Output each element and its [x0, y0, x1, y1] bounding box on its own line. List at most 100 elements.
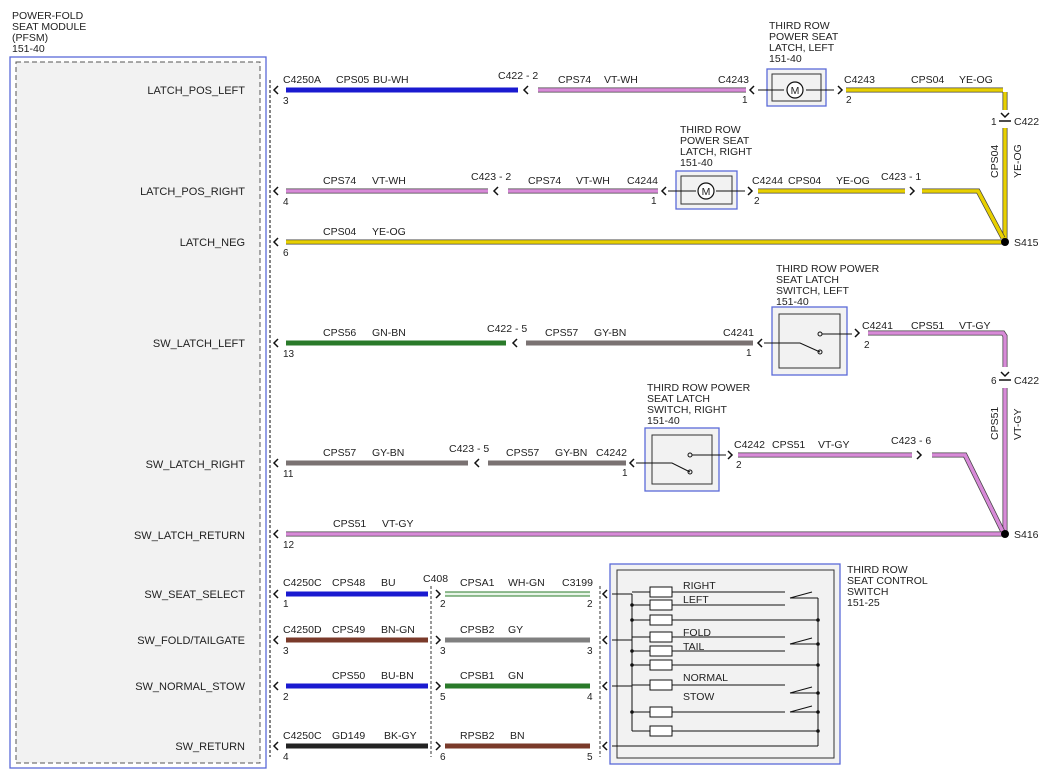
svg-text:2: 2 — [283, 692, 289, 703]
svg-text:CPS50: CPS50 — [332, 670, 365, 682]
svg-text:C4244: C4244 — [627, 175, 658, 187]
svg-text:C408: C408 — [423, 573, 448, 585]
svg-text:CPS05: CPS05 — [336, 74, 369, 86]
ctrl-left-label: LEFT — [683, 594, 709, 606]
svg-text:6: 6 — [440, 752, 446, 763]
svg-text:CPS04: CPS04 — [323, 226, 356, 238]
wire-cps51-a-outline — [868, 330, 1008, 367]
chevron-icon — [272, 186, 279, 196]
chevron-icon — [272, 85, 279, 95]
signal-sw-fold-tailgate: SW_FOLD/TAILGATE — [137, 635, 245, 647]
latch-left-title-1: THIRD ROW — [769, 20, 830, 32]
svg-text:THIRD ROW: THIRD ROW — [847, 564, 908, 576]
chevron-icon — [747, 186, 754, 196]
svg-text:VT-GY: VT-GY — [818, 439, 850, 451]
svg-text:1: 1 — [622, 468, 628, 479]
chevron-icon — [272, 529, 279, 539]
svg-text:4: 4 — [283, 752, 289, 763]
svg-text:SEAT CONTROL: SEAT CONTROL — [847, 575, 928, 587]
svg-text:THIRD ROW POWER: THIRD ROW POWER — [776, 263, 880, 275]
svg-text:C423 - 1: C423 - 1 — [881, 171, 921, 183]
chevron-icon — [601, 681, 608, 691]
svg-text:3: 3 — [587, 646, 593, 657]
splice-s416 — [1001, 530, 1009, 538]
wire-cps51-d — [932, 453, 1005, 533]
chevron-icon — [522, 85, 529, 95]
svg-text:2: 2 — [754, 196, 760, 207]
svg-text:11: 11 — [283, 469, 294, 480]
svg-text:SWITCH, RIGHT: SWITCH, RIGHT — [647, 404, 727, 416]
svg-text:12: 12 — [283, 540, 295, 551]
module-title-4: 151-40 — [12, 43, 45, 55]
svg-text:151-25: 151-25 — [847, 597, 880, 609]
svg-text:BN-GN: BN-GN — [381, 624, 415, 636]
svg-text:2: 2 — [846, 95, 852, 106]
svg-text:CPSB1: CPSB1 — [460, 670, 495, 682]
svg-text:CPS04: CPS04 — [911, 74, 944, 86]
svg-text:151-40: 151-40 — [647, 415, 680, 427]
wire-cps51-a — [868, 331, 1007, 367]
svg-text:C423 - 2: C423 - 2 — [471, 171, 511, 183]
chevron-icon — [511, 338, 518, 348]
svg-text:C4241: C4241 — [723, 327, 754, 339]
svg-text:C4250D: C4250D — [283, 624, 322, 636]
module-title-2: SEAT MODULE — [12, 21, 86, 33]
svg-text:THIRD ROW POWER: THIRD ROW POWER — [647, 382, 751, 394]
svg-text:C4243: C4243 — [844, 74, 875, 86]
svg-text:3: 3 — [283, 96, 289, 107]
chevron-icon — [272, 635, 279, 645]
svg-text:SWITCH: SWITCH — [847, 586, 888, 598]
signal-sw-latch-left: SW_LATCH_LEFT — [153, 338, 245, 350]
ctrl-fold-label: FOLD — [683, 627, 711, 639]
signal-sw-latch-right: SW_LATCH_RIGHT — [146, 459, 246, 471]
chevron-icon — [435, 589, 442, 599]
svg-text:13: 13 — [283, 349, 295, 360]
svg-text:151-40: 151-40 — [776, 296, 809, 308]
signal-latch-pos-left: LATCH_POS_LEFT — [147, 85, 245, 97]
chevron-icon — [660, 186, 667, 196]
svg-text:4: 4 — [587, 692, 593, 703]
wire-cps04-c — [922, 189, 1005, 239]
signal-sw-latch-return: SW_LATCH_RETURN — [134, 530, 245, 542]
svg-text:2: 2 — [736, 460, 742, 471]
wires — [286, 87, 1008, 749]
svg-text:CPS57: CPS57 — [506, 447, 539, 459]
splice-s416-label: S416 — [1014, 529, 1039, 541]
svg-text:CPSA1: CPSA1 — [460, 577, 495, 589]
chevron-icon — [628, 458, 635, 468]
signal-latch-pos-right: LATCH_POS_RIGHT — [140, 186, 245, 198]
signal-sw-seat-select: SW_SEAT_SELECT — [144, 589, 245, 601]
svg-text:CPS48: CPS48 — [332, 577, 365, 589]
svg-text:YE-OG: YE-OG — [1012, 144, 1024, 178]
chevron-icon — [272, 681, 279, 691]
chevron-icon — [601, 589, 608, 599]
svg-text:CPS04: CPS04 — [989, 145, 1001, 178]
svg-text:GY-BN: GY-BN — [372, 447, 404, 459]
svg-text:C4250C: C4250C — [283, 577, 322, 589]
svg-text:1: 1 — [746, 348, 752, 359]
svg-text:VT-WH: VT-WH — [372, 175, 406, 187]
chevron-icon — [272, 338, 279, 348]
svg-text:YE-OG: YE-OG — [959, 74, 993, 86]
svg-text:GY: GY — [508, 624, 523, 636]
svg-text:C4250A: C4250A — [283, 74, 321, 86]
chevron-icon — [1000, 112, 1010, 119]
svg-text:YE-OG: YE-OG — [372, 226, 406, 238]
svg-text:1: 1 — [651, 196, 657, 207]
latch-right-title-1: THIRD ROW — [680, 124, 741, 136]
svg-text:GN-BN: GN-BN — [372, 327, 406, 339]
latch-left-title-2: POWER SEAT — [769, 31, 839, 43]
signal-sw-return: SW_RETURN — [175, 741, 245, 753]
latch-right-title-3: LATCH, RIGHT — [680, 146, 753, 158]
svg-text:BN: BN — [510, 730, 525, 742]
svg-text:C423 - 5: C423 - 5 — [449, 443, 489, 455]
svg-text:6: 6 — [991, 376, 997, 387]
chevron-icon — [272, 741, 279, 751]
svg-text:GY-BN: GY-BN — [555, 447, 587, 459]
svg-text:C422: C422 — [1014, 116, 1039, 128]
chevron-icon — [601, 741, 608, 751]
chevron-icon — [272, 237, 279, 247]
svg-text:VT-WH: VT-WH — [604, 74, 638, 86]
switch-left-icon — [764, 342, 821, 353]
